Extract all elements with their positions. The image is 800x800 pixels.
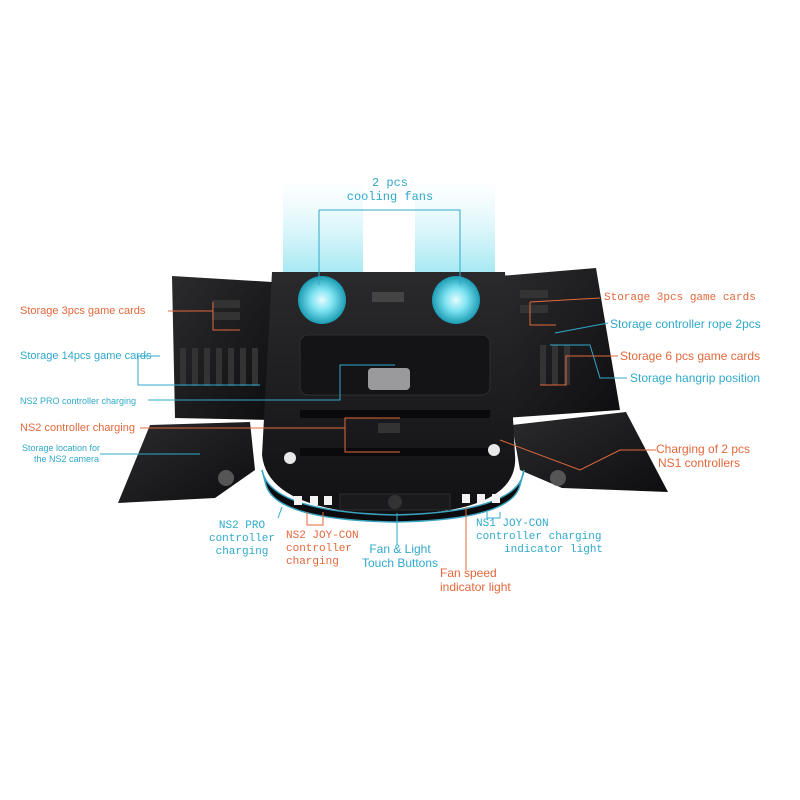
speaker-grill-left (218, 470, 234, 486)
storage-3pcs-left-label: Storage 3pcs game cards (20, 305, 146, 317)
right-upper-wing (500, 268, 620, 418)
storage-14pcs-label: Storage 14pcs game cards (20, 350, 152, 362)
fan-speed-indicator-label: Fan speed indicator light (440, 566, 511, 594)
top-badge (372, 292, 404, 302)
joycon-slot-bar (300, 410, 490, 418)
right-lower-wing (512, 412, 668, 492)
storage-rope-label: Storage controller rope 2pcs (610, 317, 761, 331)
ns2-pro-charging-left-label: NS2 PRO controller charging (20, 396, 137, 406)
charging-ns1-label: Charging of 2 pcs NS1 controllers (656, 442, 751, 470)
touch-button (388, 495, 402, 509)
cooling-fan-right (432, 276, 480, 324)
lamp-left (284, 452, 296, 464)
speaker-grill-right (550, 470, 566, 486)
fan-light-buttons-label: Fan & Light Touch Buttons (361, 542, 439, 570)
ns1-joycon-label: NS1 JOY-CON controller charging indicato… (476, 518, 604, 556)
ns2-controller-charging-label: NS2 controller charging (20, 422, 135, 434)
left-lower-wing (118, 422, 255, 503)
front-panel (261, 469, 525, 523)
cooling-fans-label: 2 pcs cooling fans (346, 176, 434, 204)
storage-hangrip-label: Storage hangrip position (630, 371, 761, 385)
pro-controller-dock (368, 368, 410, 390)
storage-6pcs-label: Storage 6 pcs game cards (620, 349, 761, 363)
ns2-logo-box (378, 423, 400, 433)
cooling-fan-left (298, 276, 346, 324)
ns2-joycon-label: NS2 JOY-CON controller charging (286, 530, 359, 568)
ns2-pro-bottom-label: NS2 PRO controller charging (208, 520, 275, 558)
front-indicators (294, 494, 500, 505)
lamp-right (488, 444, 500, 456)
card-slots-right (520, 290, 570, 385)
card-slots-left (180, 300, 258, 386)
storage-3pcs-right-label: Storage 3pcs game cards (604, 292, 756, 304)
camera-storage-label: Storage location for the NS2 camera (22, 443, 101, 464)
leader-lines-blue (100, 209, 627, 545)
leader-lines-orange (140, 297, 656, 570)
